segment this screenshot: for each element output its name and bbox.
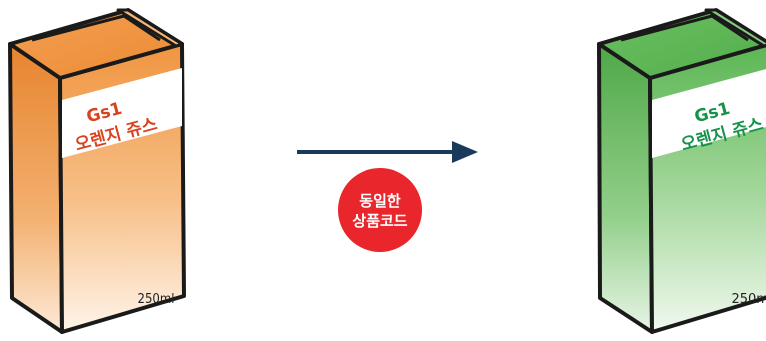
right-carton-fin <box>704 8 766 48</box>
left-carton-side <box>8 42 64 334</box>
right-carton-top <box>597 8 766 80</box>
badge-circle <box>338 168 422 252</box>
right-carton-volume: 250ml <box>731 292 766 307</box>
arrow <box>297 141 478 163</box>
right-carton-side <box>597 42 654 334</box>
left-carton: Gs1 오렌지 쥬스 250ml <box>8 8 186 334</box>
left-carton-fin <box>116 8 184 48</box>
right-carton: Gs1 오렌지 쥬스 250ml <box>597 8 766 334</box>
right-carton-fold <box>620 14 749 42</box>
left-carton-fold <box>31 14 161 42</box>
left-carton-volume: 250ml <box>138 292 175 307</box>
left-carton-label-band <box>62 68 182 158</box>
badge-line1: 동일한 <box>359 192 401 210</box>
same-product-code-badge: 동일한 상품코드 <box>338 168 422 252</box>
badge-line2: 상품코드 <box>352 212 407 230</box>
right-carton-label-band <box>652 69 766 158</box>
arrow-head <box>452 141 478 163</box>
